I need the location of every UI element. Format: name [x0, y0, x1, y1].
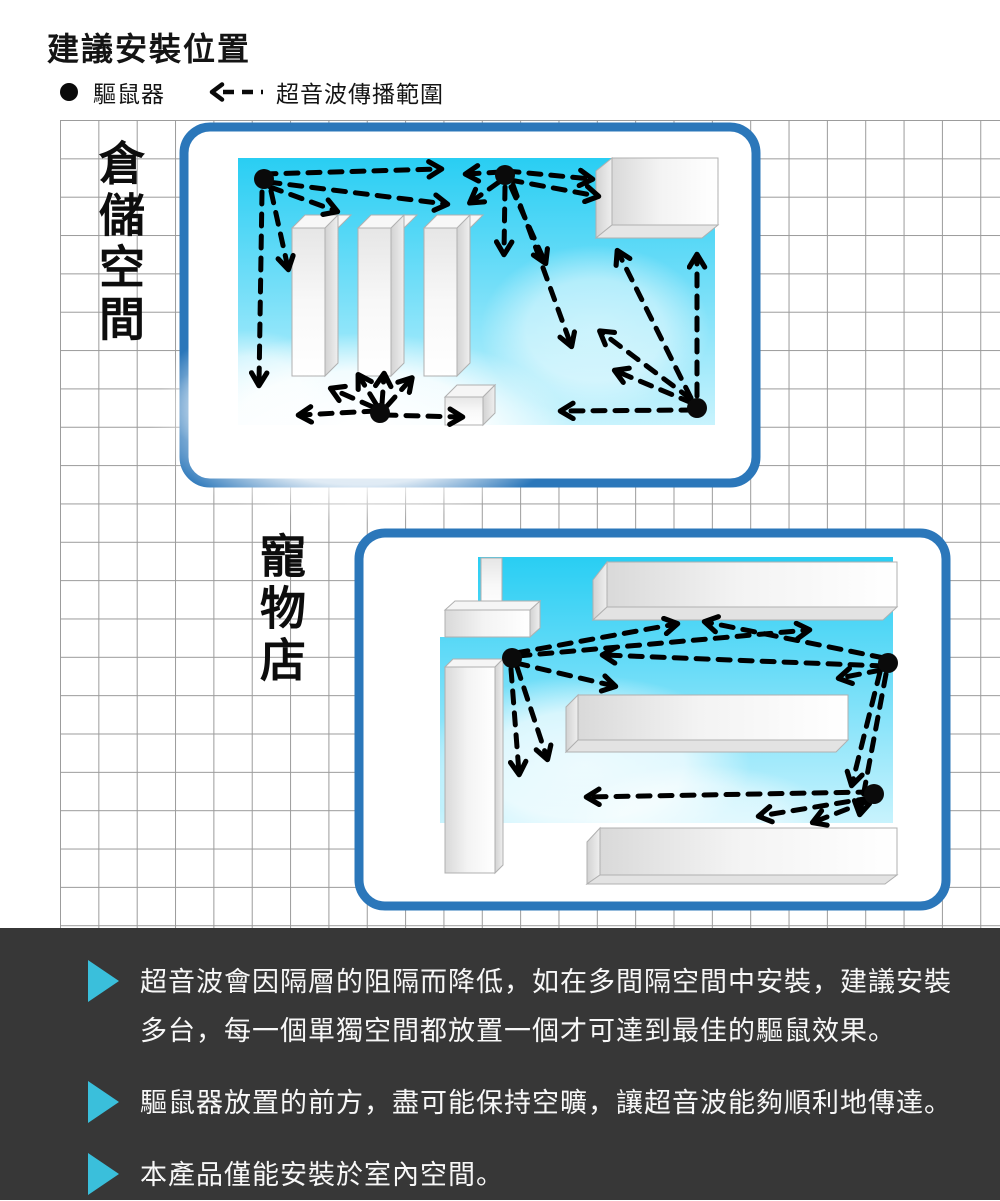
- repeller-dot: [687, 398, 707, 418]
- diagram-layer: [150, 122, 951, 911]
- storage-pillar: [422, 213, 485, 378]
- repeller-dot: [495, 165, 515, 185]
- warehouse-label: 倉儲空間: [93, 139, 145, 347]
- legend-repeller-label: 驅鼠器: [93, 81, 165, 107]
- storage-pillar: [356, 213, 419, 378]
- bullet-triangle-icon: [88, 960, 119, 1002]
- note-text: 本產品僅能安裝於室內空間。: [140, 1160, 504, 1191]
- petshop-label: 寵物店: [254, 532, 306, 688]
- repeller-dot: [878, 653, 898, 673]
- shelf-cross: [443, 557, 542, 639]
- note-text: 超音波會因隔層的阻隔而降低，如在多間隔空間中安裝，建議安裝多台，每一個單獨空間都…: [140, 967, 952, 1047]
- bullet-triangle-icon: [88, 1081, 119, 1124]
- shelf-top: [591, 560, 899, 622]
- note-row: 驅鼠器放置的前方，盡可能保持空曠，讓超音波能夠順利地傳達。: [88, 1079, 1000, 1128]
- shelf-column: [443, 657, 505, 875]
- range-arrow-icon: [209, 82, 263, 102]
- repeller-dot: [370, 403, 390, 423]
- shelf-middle: [564, 693, 850, 754]
- notes-panel: 超音波會因隔層的阻隔而降低，如在多間隔空間中安裝，建議安裝多台，每一個單獨空間都…: [0, 928, 1000, 1200]
- petshop-diagram: [354, 528, 951, 911]
- bullet-triangle-icon: [88, 1153, 119, 1196]
- legend-range-label: 超音波傳播範圍: [276, 81, 444, 107]
- note-text: 驅鼠器放置的前方，盡可能保持空曠，讓超音波能夠順利地傳達。: [140, 1088, 952, 1119]
- ultrasound-arrows: [507, 614, 889, 828]
- repeller-dot: [254, 169, 274, 189]
- page-title: 建議安裝位置: [47, 31, 252, 67]
- legend: 驅鼠器 超音波傳播範圍: [60, 78, 444, 107]
- warehouse-diagram: [150, 122, 761, 523]
- note-row: 本產品僅能安裝於室內空間。: [88, 1151, 1000, 1200]
- repeller-dot: [864, 784, 884, 804]
- ultrasound-arrows: [248, 159, 708, 427]
- white-fade: [480, 245, 710, 415]
- shelf-bottom: [585, 826, 899, 885]
- storage-pillar: [290, 213, 353, 378]
- storage-big-box: [594, 156, 720, 240]
- repeller-dot-icon: [60, 83, 78, 101]
- repeller-dot: [502, 648, 522, 668]
- note-row: 超音波會因隔層的阻隔而降低，如在多間隔空間中安裝，建議安裝多台，每一個單獨空間都…: [88, 958, 1000, 1056]
